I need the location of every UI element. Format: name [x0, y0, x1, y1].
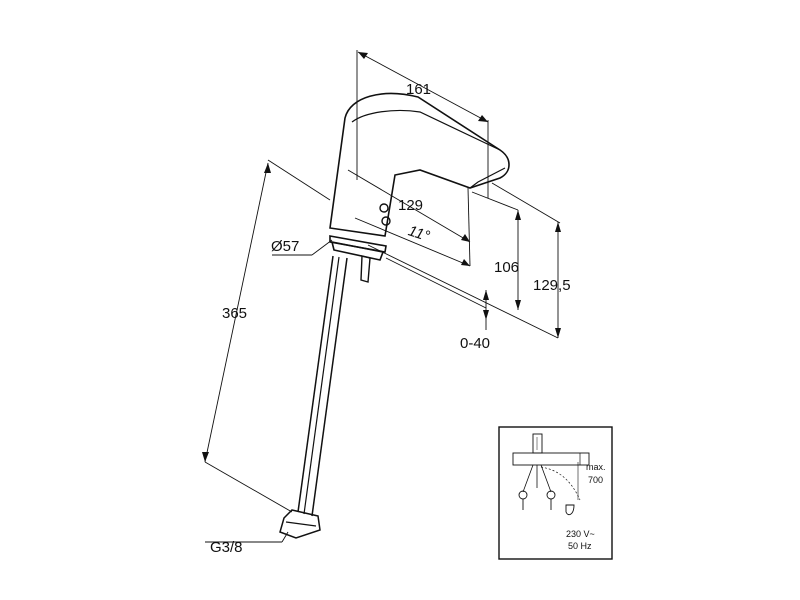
supply-hoses	[279, 255, 348, 539]
inset-frequency: 50 Hz	[568, 541, 592, 551]
arrow-heads	[202, 52, 561, 462]
dim-label-11-degrees: 11°	[406, 222, 432, 245]
installation-inset: max. 700 230 V~ 50 Hz	[498, 426, 613, 560]
dim-label-129: 129	[398, 197, 423, 214]
inset-voltage: 230 V~	[566, 529, 595, 539]
inset-max-label: max.	[586, 462, 606, 472]
dim-label-129-5: 129,5	[533, 277, 571, 294]
hose-connector	[279, 509, 321, 539]
sensor-window-lower	[381, 216, 391, 226]
inset-faucet	[532, 433, 543, 454]
dim-label-161: 161	[406, 81, 431, 98]
inset-max-value: 700	[588, 475, 603, 485]
fixing-stud	[360, 255, 371, 283]
dim-label-365: 365	[222, 305, 247, 322]
dim-label-diameter-57: Ø57	[271, 238, 299, 255]
inset-power-box	[565, 504, 575, 516]
dim-label-g3-8: G3/8	[210, 539, 243, 556]
dimension-lines	[204, 50, 561, 543]
inset-frame	[498, 426, 613, 560]
sensor-window-upper	[379, 203, 389, 213]
dim-label-106: 106	[494, 259, 519, 276]
dim-label-0-40: 0-40	[460, 335, 490, 352]
base-ring	[329, 235, 387, 253]
